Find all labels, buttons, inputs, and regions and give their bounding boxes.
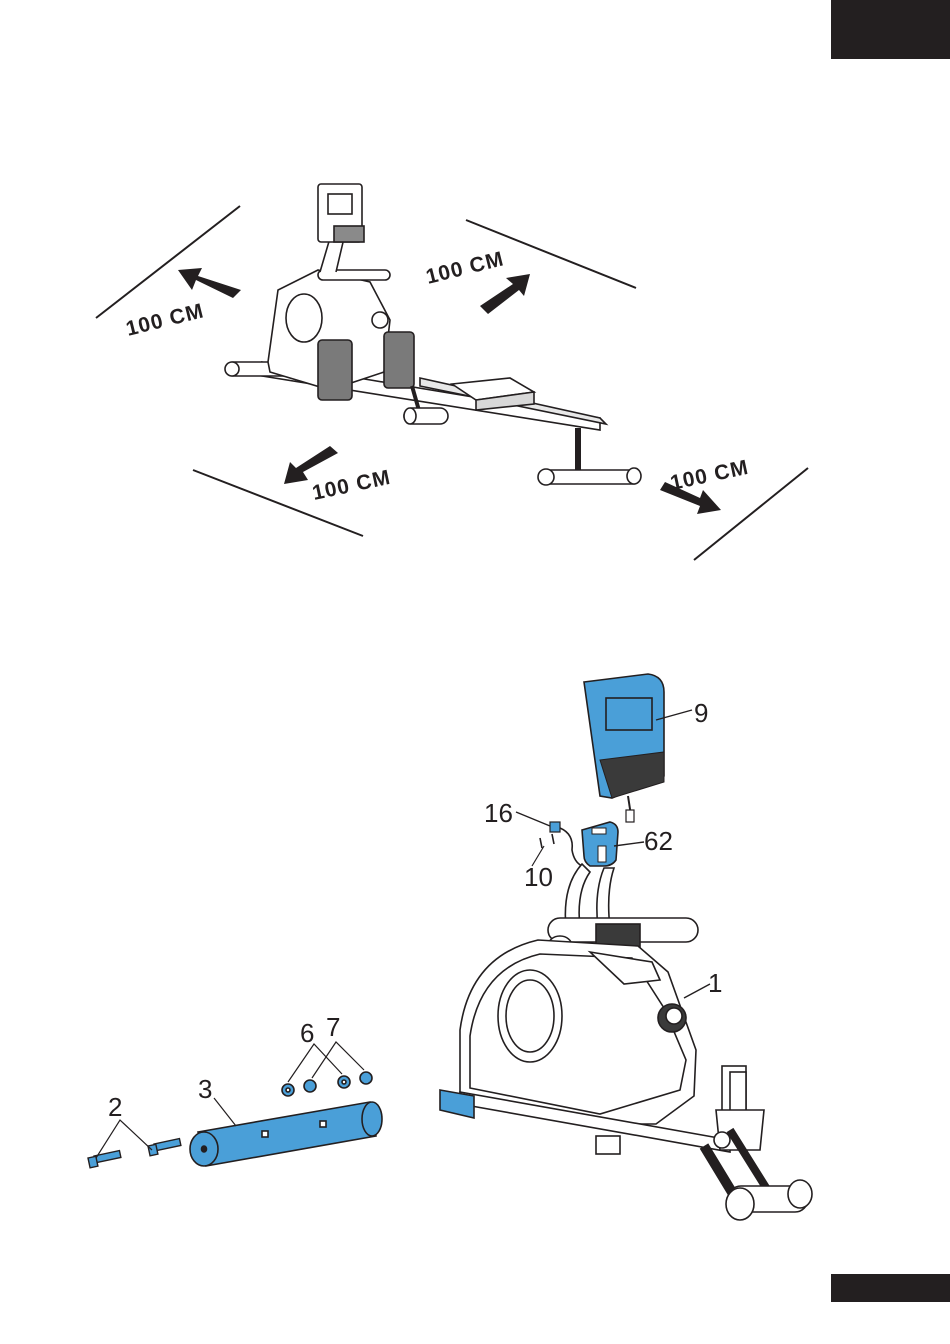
arrow-top-right [480, 274, 530, 314]
rowing-machine-illustration [225, 184, 641, 485]
front-stabilizer-part [190, 1102, 382, 1166]
clearance-label-top-right: 100 CM [424, 247, 507, 289]
callout-sensor-wire: 16 [484, 798, 513, 828]
callout-console: 9 [694, 698, 708, 728]
arrow-top-left [178, 268, 241, 298]
clearance-diagram: 100 CM 100 CM 100 CM 100 CM [0, 0, 950, 600]
assembly-diagram: 9 16 10 62 [0, 600, 950, 1300]
bolts-part [88, 1139, 181, 1168]
callout-nut: 7 [326, 1012, 340, 1042]
callout-front-stabilizer: 3 [198, 1074, 212, 1104]
callout-bolt: 2 [108, 1092, 122, 1122]
sensor-wire-part [550, 822, 582, 866]
callout-bracket: 62 [644, 826, 673, 856]
main-frame-part [440, 864, 812, 1220]
bracket-part [582, 822, 618, 866]
washers-nuts-part [282, 1072, 372, 1096]
clearance-label-bottom-right: 100 CM [668, 456, 751, 495]
callout-washer: 6 [300, 1018, 314, 1048]
boundary-line-left [96, 206, 240, 318]
callout-screws: 10 [524, 862, 553, 892]
clearance-label-top-left: 100 CM [124, 299, 207, 341]
console-part [584, 674, 664, 822]
screws-part [540, 834, 554, 848]
callout-main-frame: 1 [708, 968, 722, 998]
clearance-label-bottom-left: 100 CM [310, 466, 393, 505]
